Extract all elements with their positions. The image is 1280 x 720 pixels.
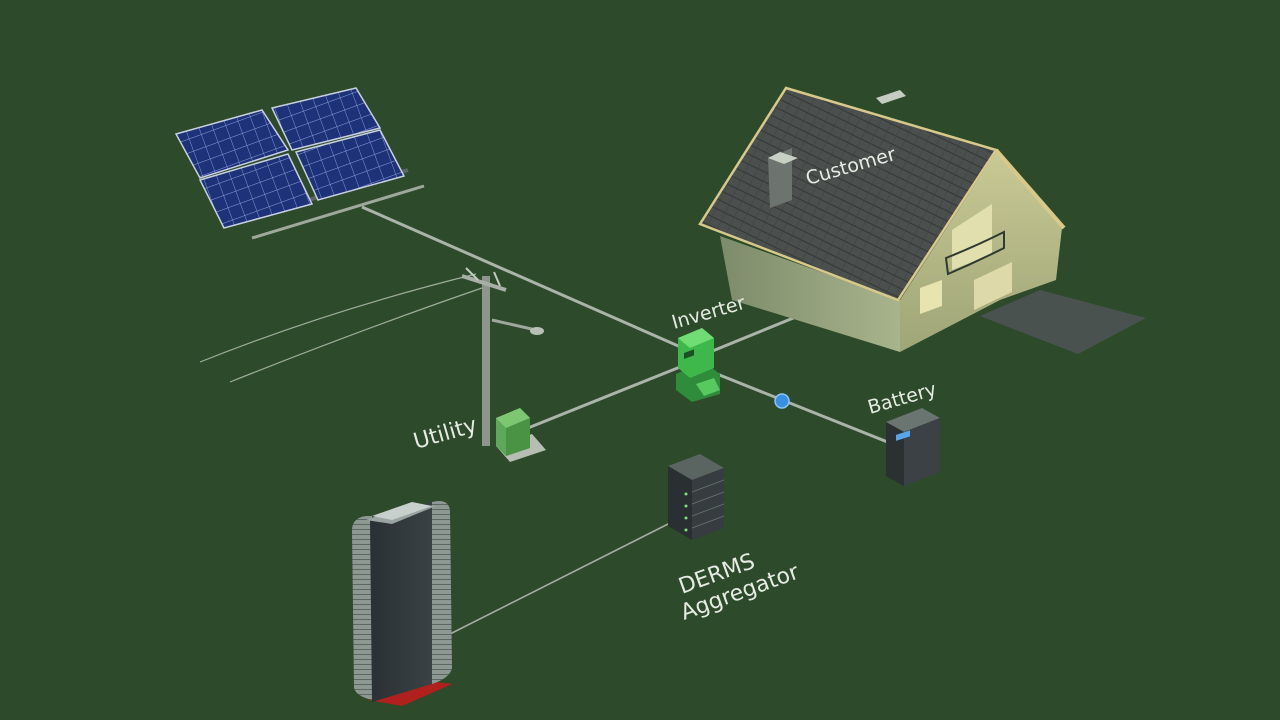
solar-panel-3 (198, 153, 314, 229)
solar-array (174, 87, 425, 240)
balcony-railing (944, 230, 1005, 276)
solar-panel-4 (294, 129, 406, 201)
power-line-1 (199, 273, 477, 363)
utility-meter (496, 408, 546, 462)
utility-to-inverter-line (527, 365, 681, 430)
connection-node (774, 393, 790, 409)
connection-lines (199, 205, 891, 635)
inverter-to-battery-line (711, 370, 891, 445)
driveway (980, 290, 1146, 354)
power-line-2 (229, 287, 483, 383)
street-light (530, 327, 544, 335)
battery-unit (886, 408, 940, 486)
derms-to-tower-line (449, 517, 681, 635)
utility-pole (461, 267, 544, 446)
house (698, 86, 1146, 354)
house-to-inverter-line (709, 310, 809, 354)
battery-display (896, 430, 910, 441)
solar-to-inverter-line (361, 205, 693, 354)
solar-mount-rail (251, 184, 425, 240)
office-tower (352, 501, 452, 706)
solar-panel-1 (174, 109, 290, 179)
derms-server (668, 454, 725, 540)
inverter (676, 328, 720, 402)
solar-panel-2 (270, 87, 382, 151)
